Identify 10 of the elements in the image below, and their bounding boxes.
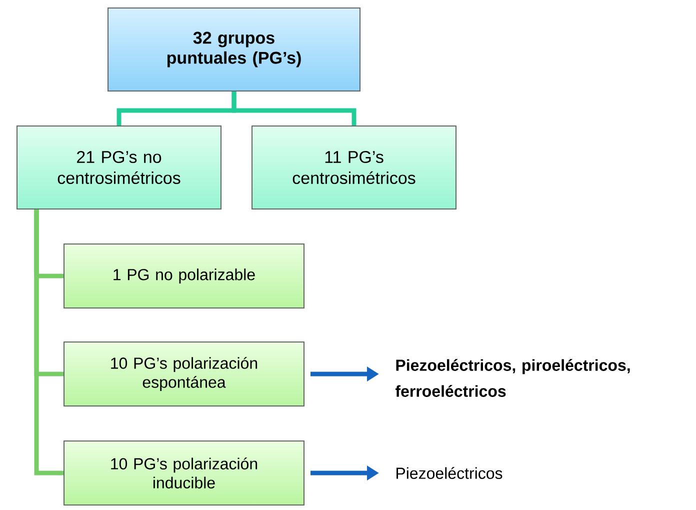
- process-box: 32 grupos puntuales (PG’s): [108, 8, 360, 92]
- process-box: 11 PG’s centrosimétricos: [252, 126, 456, 210]
- process-box: 10 PG’s polarización inducible: [64, 440, 304, 506]
- process-box: 21 PG’s no centrosimétricos: [16, 126, 222, 210]
- process-box: 1 PG no polarizable: [64, 244, 304, 308]
- process-box: 10 PG’s polarización espontánea: [64, 342, 304, 406]
- connector-line: [232, 92, 356, 126]
- result-text: Piezoeléctricos, piroeléctricos, ferroeléctricos: [395, 359, 630, 397]
- result-text: Piezoeléctricos: [396, 467, 502, 479]
- connector-line: [34, 210, 64, 476]
